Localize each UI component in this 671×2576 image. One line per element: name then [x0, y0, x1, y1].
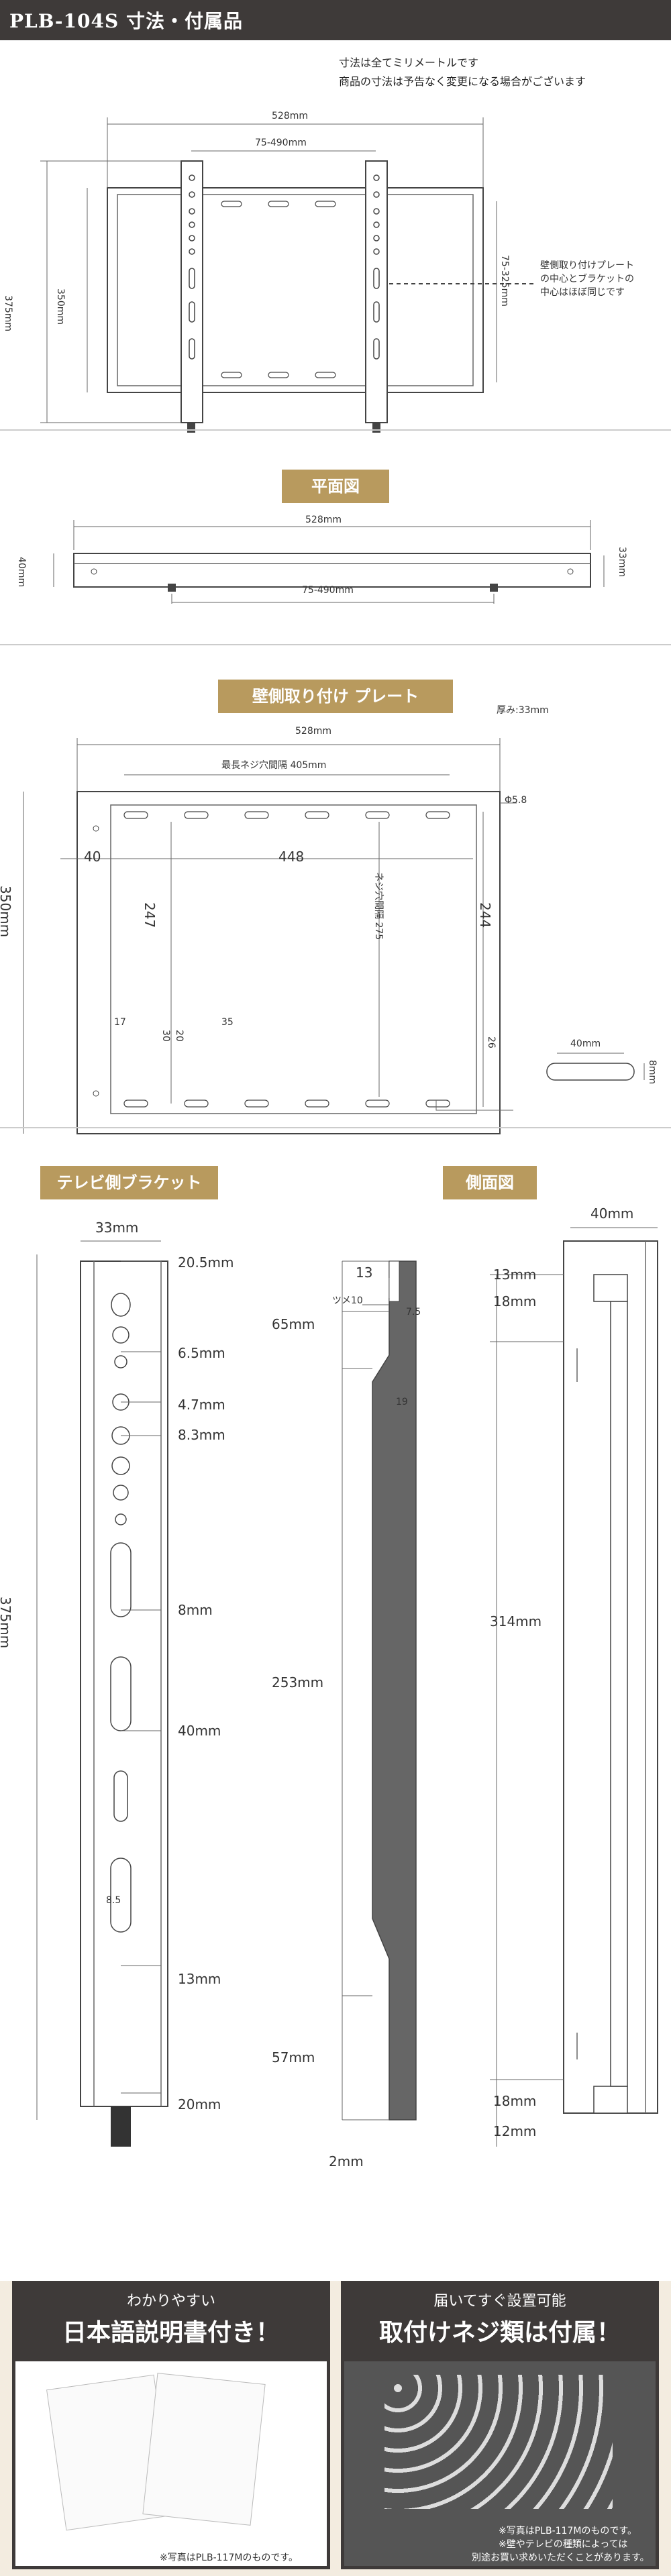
manual-card-title2: 日本語説明書付き！ [62, 2318, 280, 2347]
hook-d75: 7.5 [406, 1307, 421, 1318]
note-change: 商品の寸法は予告なく変更になる場合がございます [339, 75, 586, 88]
wall-plate-d40: 40 [84, 849, 101, 865]
front-view-diagram [40, 117, 537, 433]
wall-plate-d247: 247 [142, 902, 158, 928]
wall-plate-thickness: 厚み:33mm [497, 705, 549, 716]
tv-bracket-d4: 8.3mm [178, 1427, 225, 1443]
hook-d13: 13 [356, 1265, 373, 1281]
side-view-width: 40mm [590, 1205, 634, 1222]
front-callout-1: 壁側取り付けプレート [540, 260, 634, 271]
tv-bracket-d3: 4.7mm [178, 1397, 225, 1413]
manual-caption: ※写真はPLB-117Mのものです。 [160, 2553, 299, 2563]
section-title-side-view: 側面図 [443, 1166, 537, 1199]
divider-2 [0, 644, 671, 645]
divider-1 [0, 429, 671, 431]
side-view-d18a: 18mm [493, 1293, 537, 1309]
side-view-d12: 12mm [493, 2123, 537, 2139]
front-h-outer: 375mm [3, 295, 13, 331]
front-outer-frame [107, 187, 484, 393]
front-callout-3: 中心はほぼ同じです [540, 287, 625, 298]
tv-bracket-d8: 13mm [178, 1971, 221, 1987]
screws-caption3: 別途お買い求めいただくことがあります。 [472, 2553, 650, 2563]
front-inner-frame [117, 194, 474, 386]
page-title: PLB-104S 寸法・付属品 [9, 10, 243, 32]
wall-plate-width: 528mm [295, 726, 331, 737]
plan-right-h: 33mm [617, 547, 627, 578]
front-h-plate: 350mm [55, 288, 66, 325]
hook-d57: 57mm [272, 2049, 315, 2065]
section-title-tv-bracket: テレビ側ブラケット [40, 1166, 218, 1199]
front-bracket-right [365, 160, 388, 423]
screws-photo-content [384, 2375, 613, 2509]
tv-bracket-d7: 8.5 [106, 1895, 121, 1906]
side-view-d18b: 18mm [493, 2093, 537, 2109]
hook-body [372, 1260, 417, 2121]
manual-page-2 [142, 2373, 266, 2526]
screws-card-title2: 取付けネジ類は付属！ [378, 2318, 621, 2347]
wall-plate-inner [110, 804, 477, 1114]
side-view-d13: 13mm [493, 1267, 537, 1283]
wall-plate-diagram [23, 738, 645, 1134]
section-title-plan: 平面図 [282, 470, 389, 503]
plan-width: 528mm [305, 515, 342, 525]
screws-card: 届いてすぐ設置可能 取付けネジ類は付属！ ※写真はPLB-117Mのものです。 … [341, 2281, 659, 2569]
tv-bracket-d5: 8mm [178, 1602, 213, 1618]
header-bar: PLB-104S 寸法・付属品 [0, 0, 671, 40]
wall-plate-d17: 17 [114, 1017, 126, 1028]
front-w-outer: 528mm [272, 111, 308, 121]
hook-d2: 2mm [329, 2153, 364, 2169]
divider-3 [0, 1127, 671, 1128]
plan-left-h: 40mm [16, 557, 27, 588]
wall-plate-phi: Φ5.8 [505, 795, 527, 806]
plan-view-diagram [53, 520, 605, 604]
slot-height: 8mm [647, 1060, 658, 1085]
manual-photo: ※写真はPLB-117Mのものです。 [15, 2361, 327, 2566]
screws-caption2: ※壁やテレビの種類によっては [499, 2539, 628, 2550]
tv-bracket-width: 33mm [95, 1220, 139, 1236]
plan-plate [73, 553, 591, 588]
front-w-holes: 75-490mm [255, 138, 307, 148]
wall-plate-screw: ネジ穴間隔 275 [373, 872, 384, 941]
note-units: 寸法は全てミリメートルです [339, 56, 479, 69]
tv-bracket-height: 375mm [0, 1597, 13, 1649]
wall-plate-d30: 30 [160, 1030, 171, 1042]
wall-plate-d35: 35 [221, 1017, 234, 1028]
wall-plate-d26: 26 [486, 1036, 497, 1049]
hook-d253: 253mm [272, 1674, 324, 1690]
manual-card-title1: わかりやすい [126, 2293, 215, 2310]
tv-bracket-diagram [36, 1240, 168, 2147]
wall-plate-d448: 448 [278, 849, 305, 865]
front-bracket-left [180, 160, 203, 423]
wall-plate-d20: 20 [174, 1030, 185, 1042]
wall-plate-d244: 244 [477, 902, 493, 928]
side-view-d314: 314mm [490, 1613, 542, 1629]
tv-bracket-d2: 6.5mm [178, 1345, 225, 1361]
screws-card-title1: 届いてすぐ設置可能 [433, 2293, 566, 2310]
hook-d19: 19 [396, 1397, 408, 1407]
plan-holes: 75-490mm [302, 585, 354, 596]
tv-bracket-d1: 20.5mm [178, 1254, 234, 1271]
wall-plate-h350: 350mm [0, 885, 13, 938]
slot-width: 40mm [570, 1038, 601, 1049]
side-view-diagram [490, 1227, 658, 2147]
manual-card: わかりやすい 日本語説明書付き！ ※写真はPLB-117Mのものです。 [12, 2281, 330, 2569]
screws-caption1: ※写真はPLB-117Mのものです。 [499, 2526, 637, 2536]
screws-photo: ※写真はPLB-117Mのものです。 ※壁やテレビの種類によっては 別途お買い求… [344, 2361, 656, 2566]
tv-bracket-d9: 20mm [178, 2096, 221, 2112]
hook-tsume: ツメ10 [332, 1295, 363, 1306]
tv-bracket-screw [111, 2106, 131, 2147]
section-title-wall-plate: 壁側取り付け プレート [218, 680, 453, 713]
slot-detail [546, 1063, 635, 1081]
hook-diagram [342, 1260, 417, 2121]
wall-plate-max-hole: 最長ネジ穴間隔 405mm [221, 760, 327, 771]
front-h-right: 75-325mm [499, 255, 510, 307]
wall-plate-outer [76, 791, 501, 1134]
hook-d65: 65mm [272, 1316, 315, 1332]
tv-bracket-d6: 40mm [178, 1723, 221, 1739]
front-callout-2: の中心とブラケットの [540, 274, 634, 284]
